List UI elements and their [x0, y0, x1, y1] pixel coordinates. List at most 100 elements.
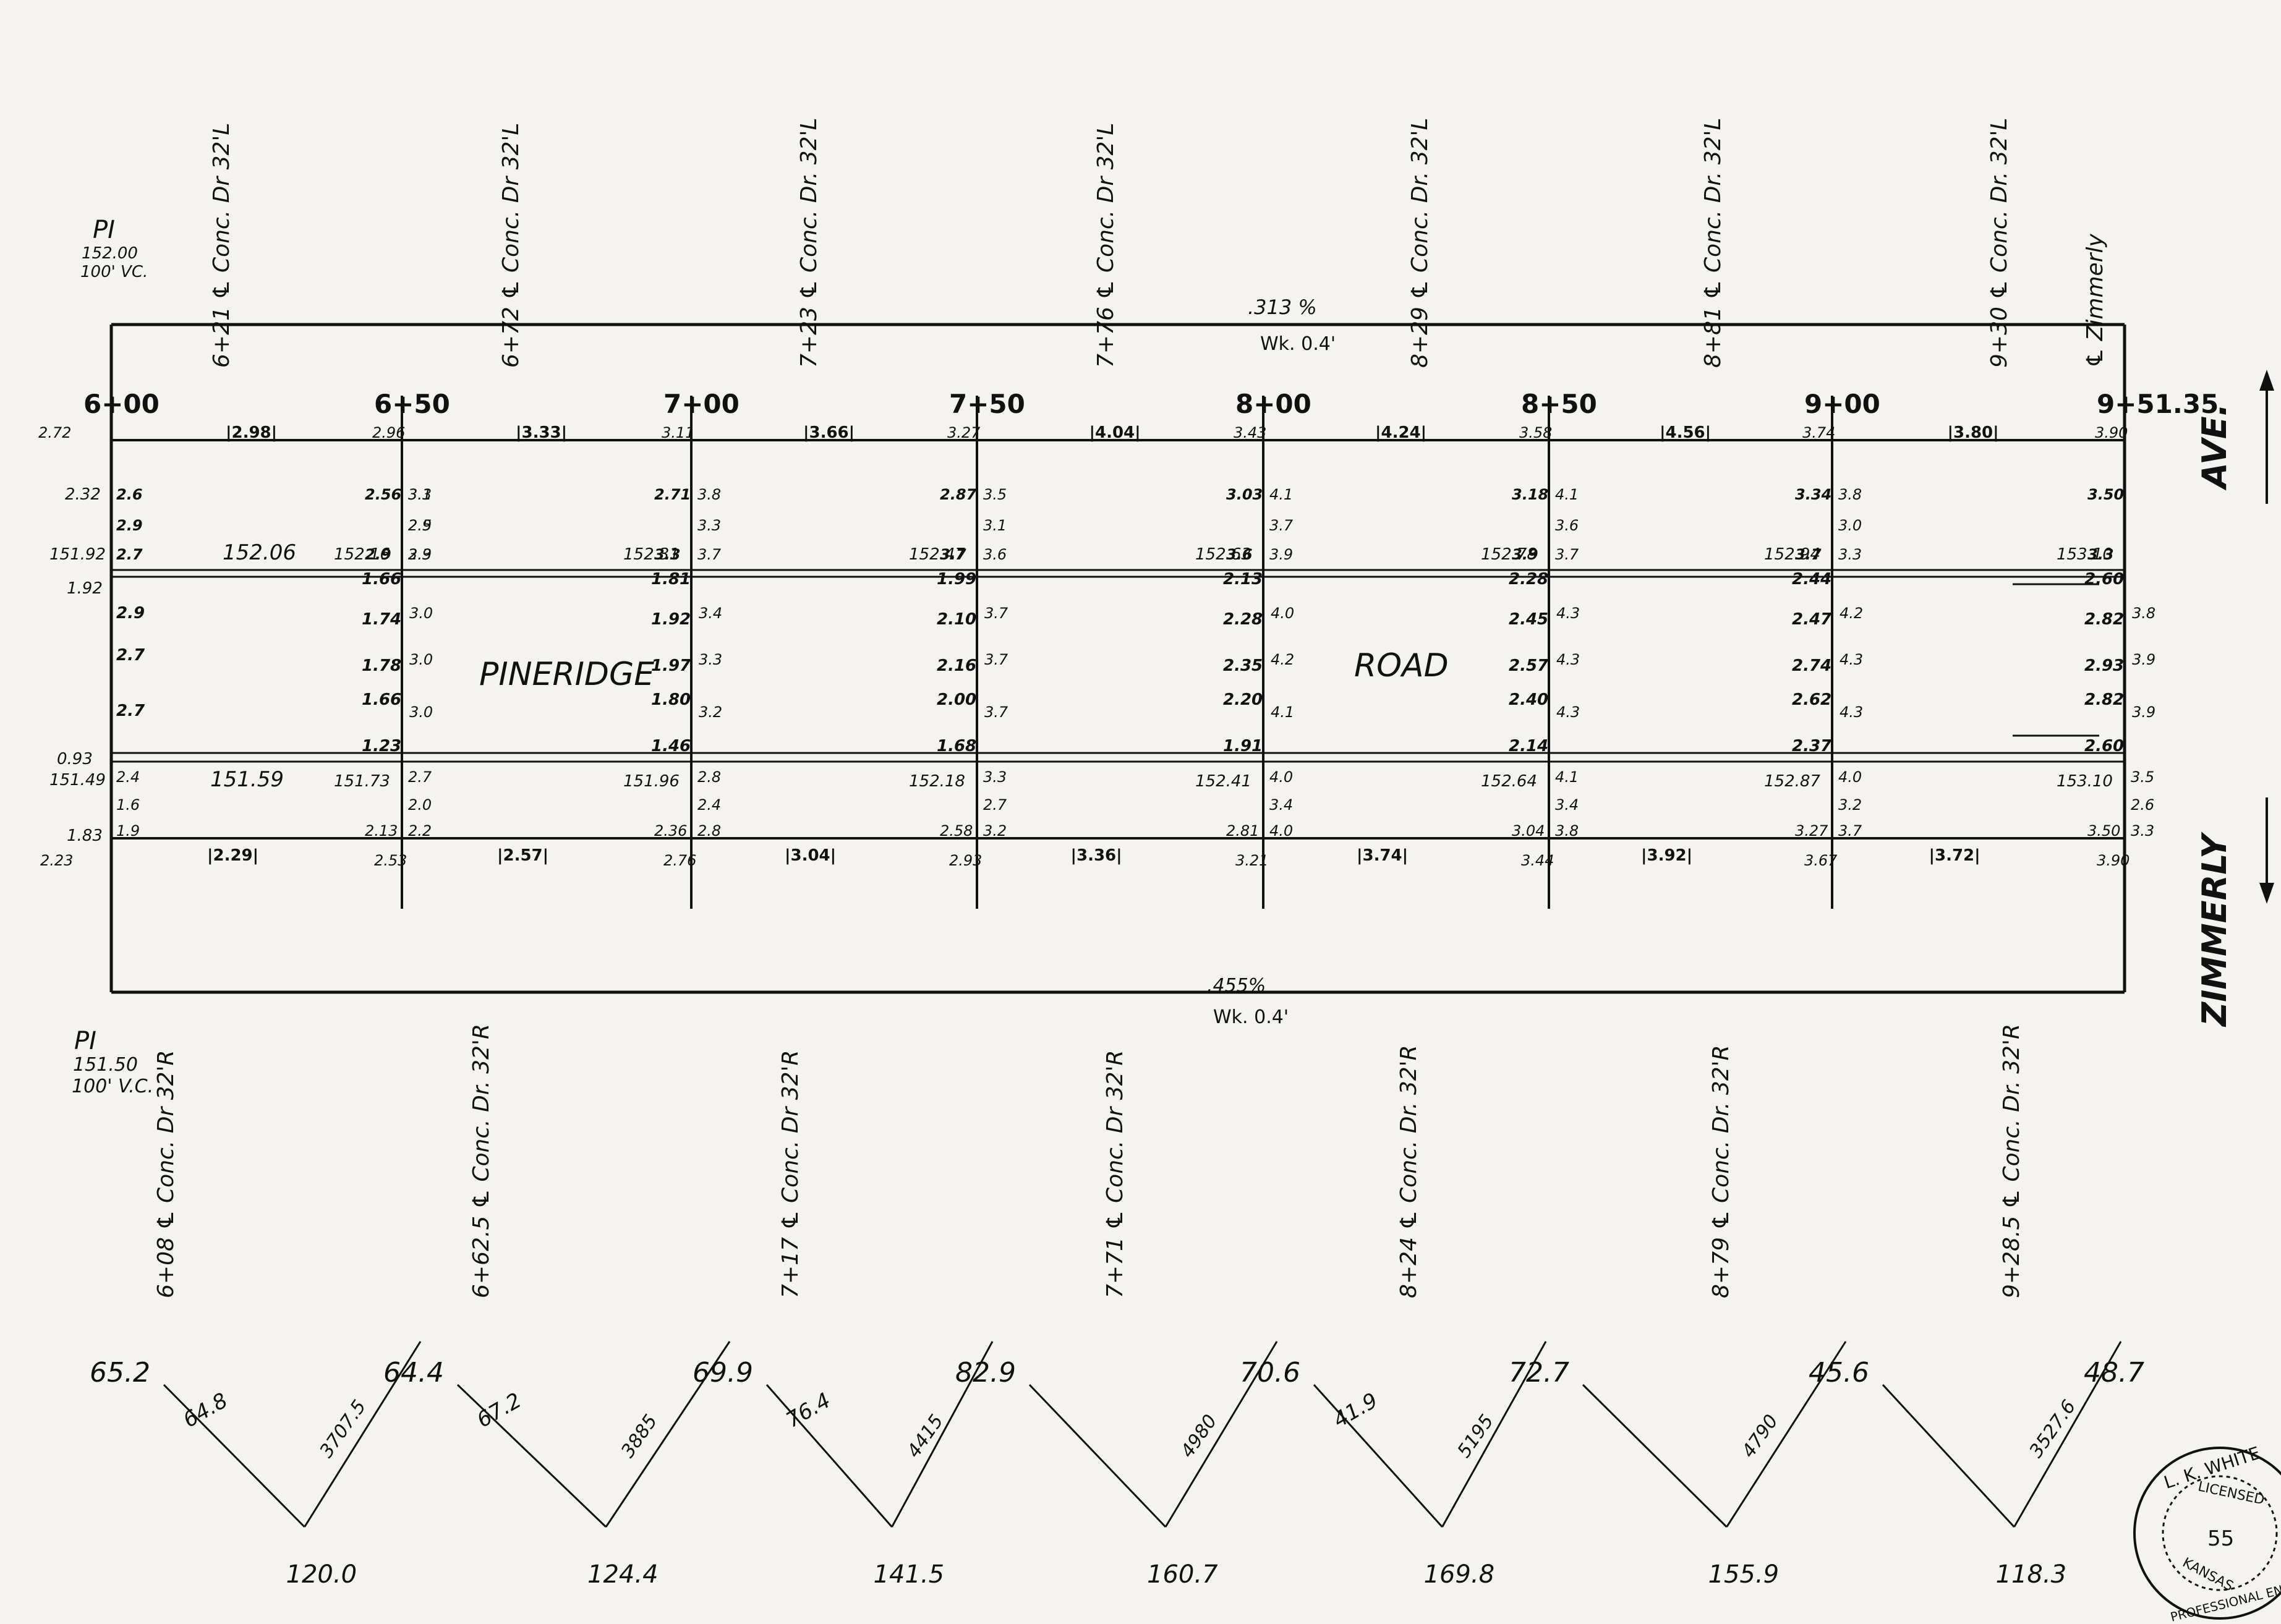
- bottom-curb-value: 3.90: [2097, 852, 2130, 869]
- engineer-seal: L. K. WHITE LICENSED 55 KANSAS PROFESSIO…: [2133, 1443, 2281, 1624]
- bottom-row-value: 4.0: [1269, 768, 1293, 786]
- pavement-cross-value: 3.7: [984, 651, 1008, 668]
- zigzag-top-value: 48.7: [2084, 1357, 2144, 1388]
- grade-top-percent: .313 %: [1248, 295, 1317, 319]
- mid-cut-value: 3.8: [1838, 486, 1862, 503]
- top-row-value: 2.7: [116, 546, 143, 563]
- zigzag-span-value: 5195: [1453, 1411, 1498, 1462]
- top-boxed-value: |2.98|: [226, 423, 277, 442]
- zigzag-top-value: 65.2: [90, 1357, 150, 1388]
- zigzag-top-value: 45.6: [1809, 1357, 1869, 1388]
- mid-cut-value: 3.7: [1269, 517, 1294, 534]
- left-margin-value: 2.32: [65, 485, 101, 504]
- bottom-row-value: 2.58: [940, 822, 973, 840]
- top-gutter-elevation: 152.47: [909, 545, 965, 564]
- pavement-value: 2.44: [1792, 570, 1831, 589]
- pavement-cross-value: 3.9: [2132, 651, 2155, 668]
- zigzag-ascent: [1726, 1341, 1847, 1528]
- pavement-cross-value: 3.7: [984, 605, 1008, 622]
- pi-bottom-label: PI: [74, 1027, 96, 1055]
- bottom-row-value: 3.04: [1512, 822, 1545, 840]
- mid-cut-value: 4.1: [1269, 486, 1293, 503]
- pavement-cross-value: 4.3: [1556, 605, 1580, 622]
- pavement-value: 1.68: [937, 737, 976, 755]
- pavement-value: 2.57: [1509, 657, 1549, 675]
- pavement-cross-value: 4.3: [1840, 651, 1863, 668]
- pavement-cross-value: 3.9: [2132, 704, 2155, 721]
- bottom-curb-value: 2.93: [949, 852, 982, 869]
- zigzag-profile: 120.03707.564.8124.4388567.2141.5441576.…: [90, 1341, 2144, 1589]
- bottom-row-value: 1.9: [116, 822, 140, 840]
- zigzag-descent: [1882, 1384, 2015, 1528]
- bottom-curb-value: 3.44: [1521, 852, 1554, 869]
- pavement-value: 2.37: [1792, 737, 1832, 755]
- station-label: 9+00: [1804, 389, 1880, 419]
- top-row-value: 2.9: [116, 517, 143, 534]
- mid-cut-value: 2.5: [408, 517, 432, 534]
- top-boxed-value: |3.80|: [1948, 423, 1999, 442]
- bottom-gutter-elevation: 152.41: [1195, 772, 1251, 791]
- arrow-down-head: [2259, 883, 2274, 904]
- zigzag-top-value: 64.4: [383, 1357, 444, 1388]
- zigzag-span-value: 3527.6: [2025, 1397, 2080, 1462]
- arrow-up-head: [2259, 370, 2274, 391]
- zigzag-ascent: [1164, 1341, 1278, 1528]
- top-gutter-elevation: 152.31: [623, 545, 680, 564]
- pavement-value: 1.80: [651, 691, 691, 709]
- grade-bottom-walk: Wk. 0.4': [1213, 1006, 1289, 1028]
- pavement-cross-value: 4.3: [1840, 704, 1863, 721]
- top-boxed-value: |3.66|: [803, 423, 855, 442]
- pavement-value: 1.92: [651, 610, 691, 629]
- drive-left-label: 6+21 ℄ Conc. Dr 32'L: [209, 123, 234, 368]
- pavement-value: 2.7: [116, 702, 145, 720]
- zigzag-descent: [456, 1384, 607, 1528]
- top-row-value: 2.6: [116, 486, 143, 503]
- pavement-cross-value: 4.2: [1840, 605, 1863, 622]
- zigzag-bottom-value: 141.5: [874, 1560, 945, 1589]
- bottom-row-value: 2.7: [408, 768, 432, 786]
- pavement-cross-value: 3.3: [699, 651, 722, 668]
- zigzag-mid-value: 67.2: [473, 1388, 526, 1432]
- mid-cut-value: 3.5: [983, 486, 1007, 503]
- bottom-boxed-value: |3.72|: [1929, 846, 1980, 865]
- drive-left-label: 9+30 ℄ Conc. Dr. 32'L: [1987, 117, 2012, 368]
- zigzag-bottom-value: 118.3: [1996, 1560, 2067, 1589]
- zigzag-bottom-value: 169.8: [1424, 1560, 1495, 1589]
- mid-cut-value: 3.6: [983, 546, 1007, 563]
- bottom-row-value: 3.3: [2131, 822, 2154, 840]
- pi-top-elevation: 152.00: [82, 244, 138, 263]
- pavement-cross-value: 3.2: [699, 704, 722, 721]
- zigzag-ascent: [605, 1341, 731, 1528]
- mid-cut-value: 3.0: [1838, 517, 1862, 534]
- bottom-boxed-value: |2.29|: [207, 846, 258, 865]
- left-margin-value: 1.92: [67, 579, 103, 598]
- top-row-value: 3.50: [2087, 486, 2124, 503]
- zigzag-descent: [1582, 1384, 1728, 1528]
- bottom-row-value: 3.3: [983, 768, 1007, 786]
- top-gutter-elevation: 152.16: [334, 545, 390, 564]
- bottom-row-value: 3.27: [1795, 822, 1828, 840]
- top-gutter-elevation: 152.63: [1195, 545, 1251, 564]
- top-boxed-value: |3.33|: [516, 423, 567, 442]
- bottom-gutter-elevation: 152.64: [1481, 772, 1537, 791]
- zigzag-span-value: 4790: [1737, 1411, 1782, 1462]
- bottom-gutter-elevation: 151.73: [334, 772, 390, 791]
- pavement-value: 2.93: [2084, 657, 2124, 675]
- top-curb-value: 2.96: [372, 424, 405, 441]
- pavement-value: 1.66: [362, 570, 401, 589]
- top-row-value: 2.71: [654, 486, 691, 503]
- bottom-gutter-elevation: 151.96: [623, 772, 680, 791]
- bottom-row-value: 3.5: [2131, 768, 2154, 786]
- left-margin-value: 0.93: [57, 750, 93, 768]
- pavement-value: 2.40: [1509, 691, 1548, 709]
- zigzag-mid-value: 41.9: [1329, 1388, 1383, 1432]
- pavement-value: 2.60: [2084, 737, 2124, 755]
- bottom-curb-value: 3.21: [1235, 852, 1268, 869]
- pi-bottom-vc: 100' V.C.: [72, 1076, 153, 1097]
- bottom-curb-value: 3.67: [1804, 852, 1838, 869]
- pavement-value: 2.74: [1792, 657, 1831, 675]
- drive-right-label: 8+79 ℄ Conc. Dr. 32'R: [1708, 1045, 1734, 1298]
- top-row-value: 3.34: [1795, 486, 1831, 503]
